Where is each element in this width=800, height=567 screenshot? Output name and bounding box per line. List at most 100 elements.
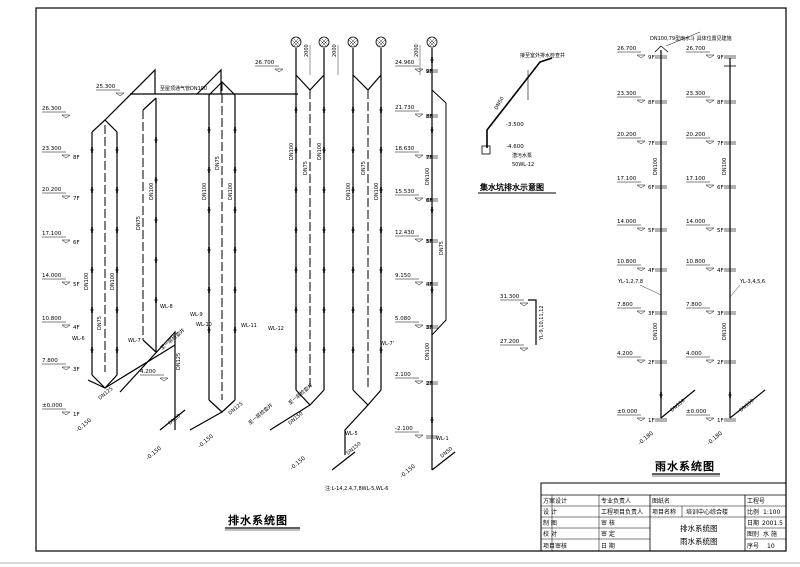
- pump-model-label: 50WL-12: [512, 162, 534, 168]
- tb-cell: 项目审核: [543, 542, 567, 550]
- tb-category-label: 图别: [747, 530, 759, 538]
- elevation-marker-icon: [414, 113, 424, 118]
- floor-label: 6F: [73, 240, 80, 246]
- tb-sheet-label: 序号: [747, 542, 759, 550]
- rain-system-title: 雨水系统图: [655, 459, 715, 473]
- elevation-label: 10.800: [42, 316, 62, 322]
- dimension-label: 2000: [414, 44, 420, 57]
- pipe-network: [87, 31, 766, 471]
- tb-date: 2001.5: [762, 520, 783, 527]
- vent-cap-icon: [290, 36, 302, 48]
- roof-drain-icon: [654, 45, 669, 53]
- pipe: [196, 68, 222, 95]
- pipe: [295, 74, 325, 91]
- riser-label: WL-9: [190, 312, 203, 318]
- pipe: [142, 97, 157, 111]
- title-block-text: 方案设计 设 计 制 图 校 对 项目审核 专业负责人 工程项目负责人 审 核 …: [543, 497, 783, 550]
- tb-project-name: 培训中心综合楼: [686, 508, 728, 516]
- vent-cap-icon: [347, 36, 359, 48]
- elevation-label: 15.530: [395, 189, 415, 195]
- pipe-size-label: DN100: [374, 183, 380, 200]
- floor-label: 9F: [648, 55, 655, 61]
- elevation-marker-icon: [636, 359, 646, 364]
- pipe-size-label: DN100: [228, 183, 234, 200]
- pipe-size-label: DN75: [136, 216, 142, 230]
- elevation-label: ±0.000: [686, 409, 707, 415]
- vent-label: 至屋顶通气管DN100: [160, 85, 207, 92]
- elevation-label: ±0.000: [617, 409, 638, 415]
- pipe-size-label: DN100: [425, 343, 431, 360]
- tb-date-label: 日期: [747, 519, 759, 527]
- vent-cap-hatch: [291, 37, 301, 47]
- elevation-label: 4.200: [140, 369, 156, 375]
- pipe-size-label: DN125: [176, 353, 182, 370]
- floor-label: 3F: [648, 311, 655, 317]
- elevation-marker-icon: [61, 154, 71, 159]
- tb-cell: 制 图: [543, 519, 557, 527]
- elevation-marker-icon: [705, 310, 715, 315]
- roof-drain-label: DN100,79型雨水斗 具体位置见建施: [650, 35, 732, 42]
- floor-label: 4F: [73, 325, 80, 331]
- elevation-marker-icon: [636, 267, 646, 272]
- pipe-size-label: DN75: [97, 316, 103, 330]
- vent-cap-icon: [375, 36, 387, 48]
- tb-project-no-label: 工程号: [747, 497, 765, 505]
- elevation-label: 2.100: [395, 372, 411, 378]
- elevation-marker-icon: [705, 227, 715, 232]
- elevation-marker-icon: [705, 54, 715, 59]
- elevation-marker-icon: [159, 377, 169, 382]
- elevation-label: 14.000: [617, 219, 637, 225]
- elevation-marker-icon: [414, 238, 424, 243]
- elevation-label: 14.000: [42, 273, 62, 279]
- elevation-label: 20.200: [686, 132, 706, 138]
- pipe-size-label: DN100: [653, 158, 659, 175]
- elevation-label: 12.430: [395, 230, 415, 236]
- elevation-label: 17.100: [686, 176, 706, 182]
- tb-scale-label: 比例: [747, 508, 759, 516]
- elevation-label: 4.200: [617, 351, 633, 357]
- floor-label: 8F: [717, 100, 724, 106]
- floor-label: 7F: [717, 141, 724, 147]
- elevation-marker-icon: [705, 359, 715, 364]
- floor-label: 7F: [73, 196, 80, 202]
- title-block: [540, 482, 787, 552]
- elevation-label: 7.800: [617, 302, 633, 308]
- tb-drawing-title: 排水系统图: [680, 523, 718, 533]
- riser-label: WL-11: [241, 323, 257, 329]
- elevation-label: 5.080: [395, 316, 411, 322]
- elevation-marker-icon: [414, 154, 424, 159]
- elevation-marker-icon: [61, 114, 71, 119]
- tb-cell: 方案设计: [543, 497, 567, 505]
- floor-label: 1F: [717, 418, 724, 424]
- floor-label: 3F: [426, 325, 433, 331]
- floor-label: 9F: [426, 69, 433, 75]
- pipe: [344, 404, 369, 455]
- leader-line: [729, 284, 741, 298]
- elevation-label: 9.150: [395, 273, 411, 279]
- elevation-marker-icon: [705, 140, 715, 145]
- riser-label: WL-5: [345, 431, 358, 437]
- tb-drawing-title: 雨水系统图: [680, 536, 718, 546]
- elevation-marker-icon: [115, 92, 125, 97]
- drawing-frame: [35, 7, 787, 552]
- pipe: [87, 344, 176, 389]
- elevation-marker-icon: [636, 417, 646, 422]
- floor-label: 1F: [648, 418, 655, 424]
- pit-elevation: -3.500: [506, 122, 524, 128]
- tb-category: 水 施: [763, 530, 777, 538]
- small-riser-label: YL-9,10,11,12: [539, 305, 545, 341]
- floor-label: 4F: [648, 268, 655, 274]
- dimension-label: 2000: [332, 44, 338, 57]
- tb-cell: 校 对: [543, 530, 557, 538]
- pit-elevation: -4.600: [506, 144, 524, 150]
- elevation-label: 23.300: [42, 146, 62, 152]
- elevation-marker-icon: [414, 324, 424, 329]
- elevation-marker-icon: [636, 54, 646, 59]
- pipe: [269, 404, 311, 431]
- vent-cap-icon: [426, 36, 438, 48]
- tb-scale: 1:100: [763, 509, 780, 516]
- elevation-label: ±0.000: [42, 403, 63, 409]
- drainage-system-title: 排水系统图: [228, 513, 288, 527]
- vent-cap-hatch: [319, 37, 329, 47]
